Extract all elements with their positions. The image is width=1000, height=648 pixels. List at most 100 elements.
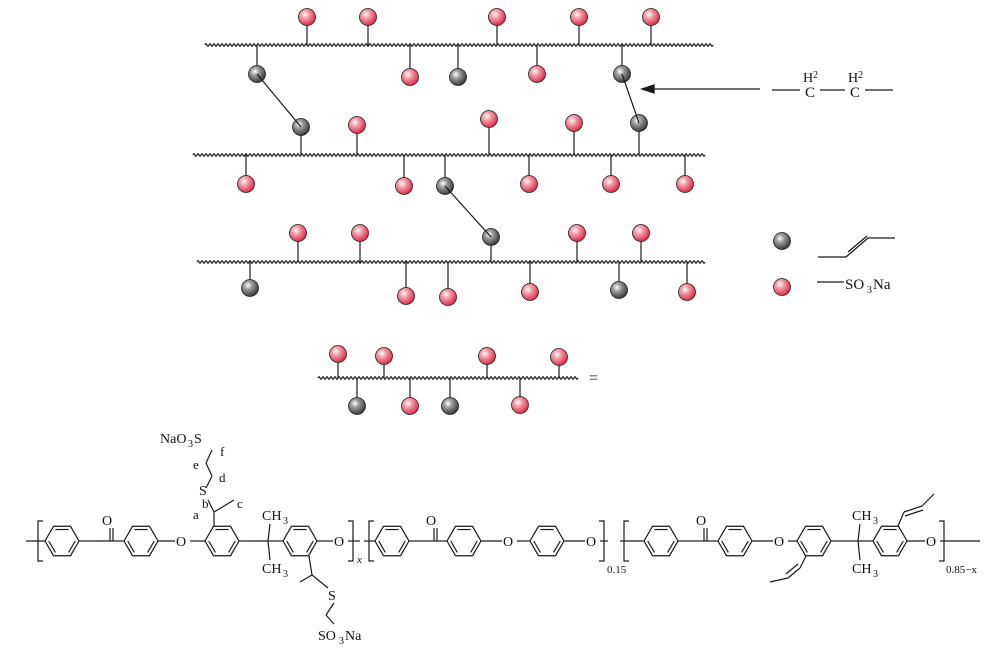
crosslink-bridge-1	[621, 73, 640, 124]
ether-o-6: O	[926, 535, 936, 550]
red-ball-c3-dn-0	[397, 287, 415, 305]
crosslink-bridge-2	[444, 185, 492, 238]
bridge-c-left: C	[805, 85, 815, 101]
label-d: d	[219, 470, 226, 485]
red-ball-c2-up-2	[565, 114, 583, 132]
grey-ball-c1-dn-0	[449, 68, 467, 86]
red-ball-single-up-2	[478, 347, 496, 365]
subscript-085: 0.85−x	[946, 564, 977, 576]
pendant-groups	[237, 8, 696, 415]
label-c: c	[237, 496, 243, 511]
ether-o-1: O	[176, 535, 186, 550]
so3na-na: Na	[873, 277, 891, 293]
label-a: a	[193, 507, 199, 522]
so3na-so: SO	[845, 277, 864, 293]
ether-o-3: O	[503, 535, 513, 550]
grey-ball-c3-dn-0	[241, 279, 259, 297]
bridge-sub-right: 2	[858, 70, 863, 81]
label-e: e	[193, 457, 199, 472]
ch3-2-sub: 3	[283, 569, 288, 580]
ring-3c	[796, 525, 832, 557]
red-ball-c3-dn-1	[439, 288, 457, 306]
ring-3b	[717, 525, 753, 557]
bridge-h-left: H	[803, 71, 813, 86]
red-ball-c1-dn-1	[528, 65, 546, 83]
red-ball-c3-up-1	[351, 224, 369, 242]
red-ball-single-up-0	[329, 345, 347, 363]
so3na-sub: 3	[867, 285, 872, 296]
red-ball-c3-dn-2	[521, 283, 539, 301]
grey-ball-single-dn-1	[441, 397, 459, 415]
ch3-3-sub: 3	[873, 516, 878, 527]
red-ball-single-dn-1	[511, 396, 529, 414]
ch3-3: CH	[852, 509, 871, 524]
red-ball-c2-dn-2	[520, 175, 538, 193]
red-ball-c2-dn-1	[395, 177, 413, 195]
ring-2a	[374, 525, 410, 557]
structure-labels: NaO 3 S f e d S b c a O O O O O O O O O …	[102, 432, 977, 647]
lower-sidechain-s: S	[328, 589, 336, 604]
bridge-sub-left: 2	[813, 70, 818, 81]
label-f: f	[220, 444, 225, 459]
red-ball-c1-up-1	[359, 8, 377, 26]
ch3-1-sub: 3	[283, 516, 288, 527]
carbonyl-o-1: O	[102, 514, 112, 529]
red-ball-c1-up-0	[298, 8, 316, 26]
ch3-4-sub: 3	[873, 569, 878, 580]
red-ball-c1-up-4	[642, 8, 660, 26]
chain-1	[204, 43, 714, 47]
ch3-4: CH	[852, 562, 871, 577]
chemical-structure	[26, 449, 980, 625]
red-ball-c1-dn-0	[401, 68, 419, 86]
ether-o-4: O	[586, 535, 596, 550]
ring-1b	[123, 525, 159, 557]
red-ball-c2-up-1	[480, 110, 498, 128]
ring-3a	[643, 525, 679, 557]
legend-ethylene-bridge: H 2 H 2 C C	[772, 70, 893, 101]
legend-red-ball	[773, 278, 791, 296]
polymer-chains	[192, 43, 714, 380]
ring-1a	[44, 525, 80, 557]
ring-2b	[446, 525, 482, 557]
red-ball-single-dn-0	[401, 397, 419, 415]
red-ball-c2-dn-0	[237, 175, 255, 193]
crosslink-bridge-0	[256, 73, 302, 128]
red-ball-c3-up-3	[632, 224, 650, 242]
ring-1c	[204, 525, 240, 557]
red-ball-c2-dn-4	[676, 175, 694, 193]
sidechain-head: NaO	[160, 432, 186, 447]
red-ball-c2-dn-3	[602, 175, 620, 193]
ch3-1: CH	[262, 509, 281, 524]
carbonyl-o-3: O	[696, 514, 706, 529]
ether-o-5: O	[774, 535, 784, 550]
subscript-x: x	[356, 554, 362, 566]
legend-grey-ball	[773, 232, 791, 250]
ch3-2: CH	[262, 562, 281, 577]
bridge-c-right: C	[850, 85, 860, 101]
legend-propenyl	[773, 232, 895, 258]
red-ball-single-up-3	[550, 348, 568, 366]
red-ball-c3-up-2	[568, 224, 586, 242]
red-ball-c3-dn-3	[678, 283, 696, 301]
chain-3	[196, 260, 706, 264]
red-ball-c1-up-3	[570, 8, 588, 26]
carbonyl-o-2: O	[426, 514, 436, 529]
sidechain-head-sub: 3	[188, 439, 193, 450]
ether-o-2: O	[334, 535, 344, 550]
chain-single	[317, 376, 579, 380]
red-ball-c1-up-2	[488, 8, 506, 26]
red-ball-c3-up-0	[289, 224, 307, 242]
lower-tail-na: Na	[345, 629, 362, 644]
ring-2c-meta	[529, 525, 565, 557]
sidechain-head-s: S	[194, 432, 202, 447]
lower-tail-sub: 3	[339, 636, 344, 647]
legend-sulfonate: SO 3 Na	[773, 277, 891, 296]
label-b: b	[202, 496, 209, 511]
bridge-h-right: H	[848, 71, 858, 86]
red-ball-single-up-1	[375, 347, 393, 365]
ring-3d	[872, 525, 908, 557]
sidechain-s: S	[199, 484, 207, 499]
chain-2	[192, 153, 706, 157]
red-ball-c2-up-0	[348, 116, 366, 134]
lower-tail-so: SO	[318, 629, 336, 644]
